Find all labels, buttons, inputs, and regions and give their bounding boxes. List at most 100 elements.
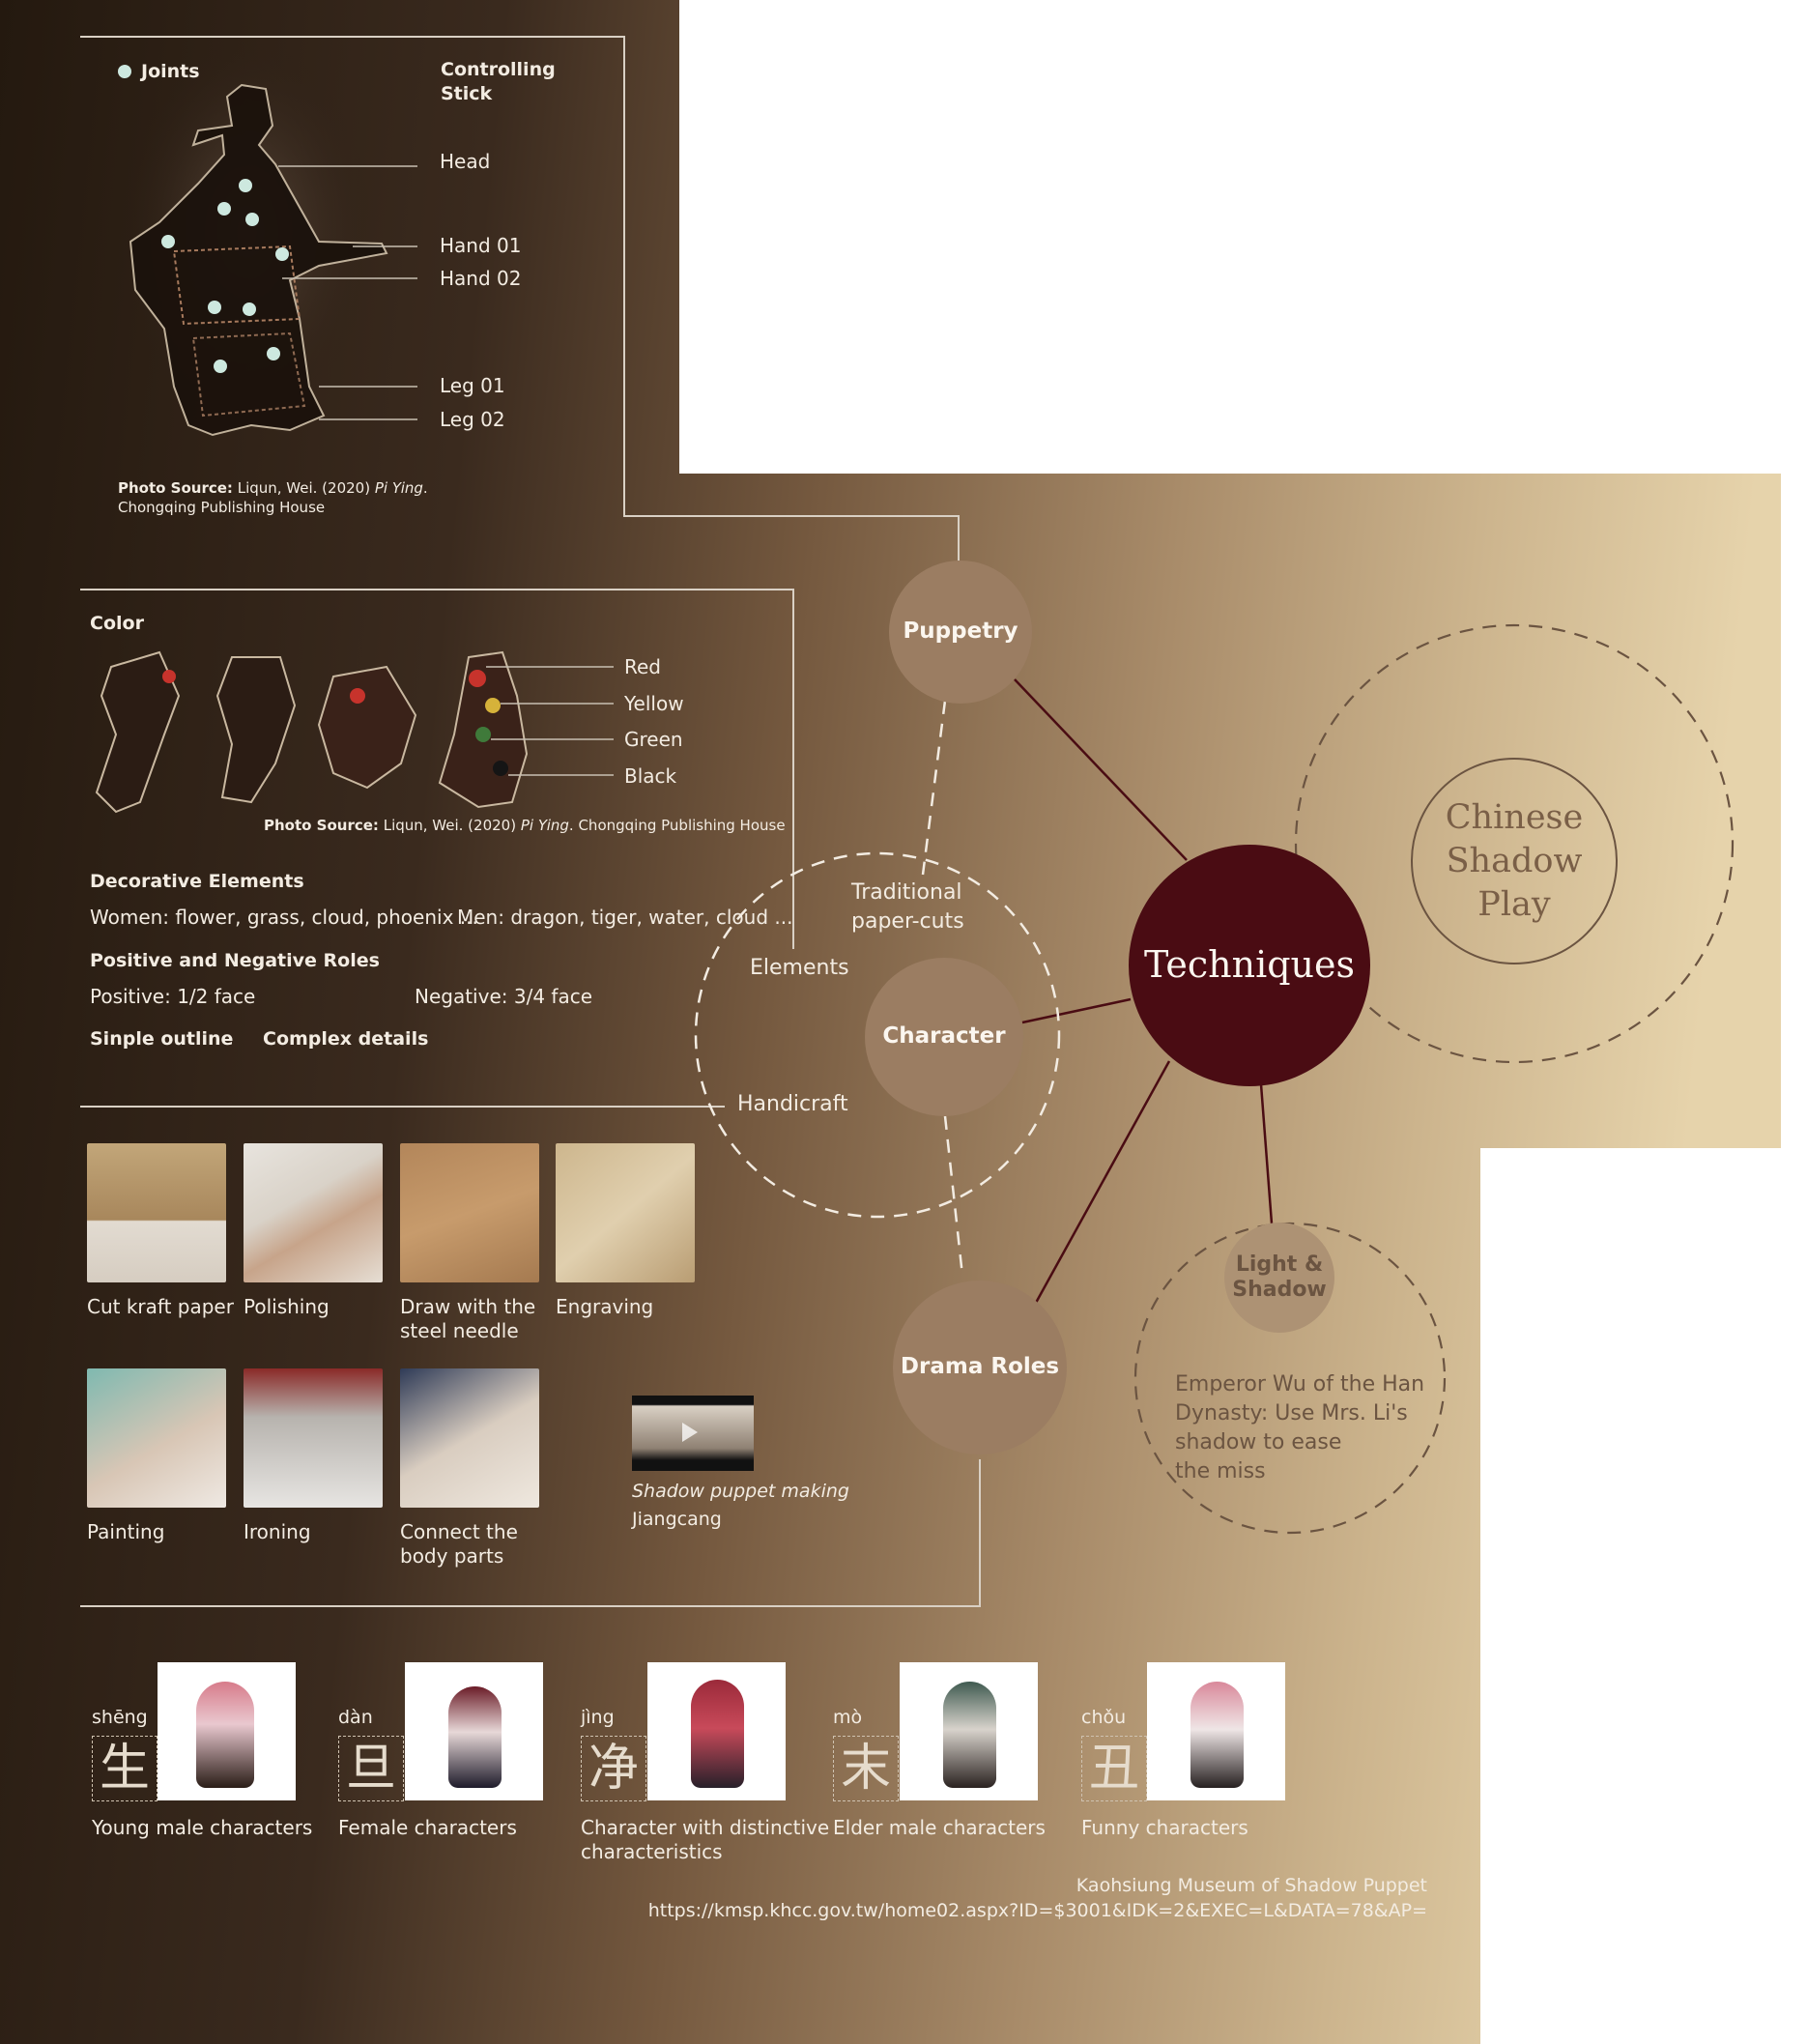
color-yellow: Yellow [624,692,684,715]
story-line: Emperor Wu of the Han [1175,1372,1425,1396]
footer-museum: Kaohsiung Museum of Shadow Puppet [1076,1875,1427,1896]
story-line: shadow to ease [1175,1430,1342,1454]
color-red: Red [624,655,661,678]
role-pinyin: mò [833,1707,863,1728]
node-drama-roles[interactable]: Drama Roles [893,1281,1067,1454]
light-shadow-story: Emperor Wu of the Han Dynasty: Use Mrs. … [1175,1370,1424,1486]
color-black: Black [624,764,677,788]
decorative-men: Men: dragon, tiger, water, cloud ... [457,906,793,929]
role-pinyin: chǒu [1081,1707,1127,1728]
light-shadow-line-2: Shadow [1232,1278,1327,1302]
negative-role: Negative: 3/4 face [415,985,592,1008]
puppetry-label: Puppetry [903,619,1018,645]
joint-dot-icon [118,65,131,78]
title-inner-ring [1411,758,1618,964]
role-pinyin: jìng [581,1707,615,1728]
footer-url[interactable]: https://kmsp.khcc.gov.tw/home02.aspx?ID=… [647,1900,1427,1921]
title-line-3: Play [1477,884,1551,924]
role-image-distinctive [647,1662,786,1800]
caption-engraving: Engraving [556,1295,654,1318]
role-image-funny [1147,1662,1285,1800]
part-head: Head [440,150,491,173]
elements-photo-source: Photo Source: Liqun, Wei. (2020) Pi Ying… [264,817,786,834]
title-line-1: Chinese [1445,797,1584,837]
connector-light [1259,1083,1274,1224]
story-line: Dynasty: Use Mrs. Li's [1175,1401,1408,1425]
color-leader-lines [486,666,614,776]
puppetry-photo-source: Photo Source: Liqun, Wei. (2020) Pi Ying… [118,479,428,516]
controlling-stick-label: Controlling Stick [441,59,556,104]
video-title[interactable]: Shadow puppet making [632,1481,849,1502]
role-caption: Funny characters [1081,1816,1248,1839]
story-line: the miss [1175,1459,1266,1483]
roles-title: Positive and Negative Roles [90,950,380,971]
node-light-shadow[interactable]: Light & Shadow [1224,1223,1334,1333]
color-puppets [95,650,529,814]
part-leg-02: Leg 02 [440,408,505,431]
connector-puppetry [1014,678,1188,861]
drama-roles-label: Drama Roles [900,1354,1060,1380]
connector-drama [1034,1060,1171,1304]
footer-source: Kaohsiung Museum of Shadow Puppet https:… [648,1873,1427,1923]
role-hanzi: 丑 [1081,1736,1147,1801]
positive-role: Positive: 1/2 face [90,985,256,1008]
video-thumbnail[interactable] [632,1396,754,1471]
caption-ironing: Ironing [244,1520,311,1543]
joints-label: Joints [141,61,200,82]
role-caption: Female characters [338,1816,517,1839]
role-pinyin: dàn [338,1707,373,1728]
photo-draw-steel-needle [400,1143,539,1282]
caption-painting: Painting [87,1520,165,1543]
video-author: Jiangcang [632,1509,722,1530]
ring-label-elements: Elements [750,956,849,980]
caption-draw-steel-needle: Draw with the steel needle [400,1295,536,1342]
caption-connect-body-parts: Connect the body parts [400,1520,518,1568]
drama-frame-line [80,1459,981,1607]
role-hanzi: 旦 [338,1736,404,1801]
ring-label-paper-cuts: Traditional paper-cuts [851,880,964,934]
role-image-elder-male [900,1662,1038,1800]
part-leg-01: Leg 01 [440,374,505,397]
center-node-techniques[interactable]: Techniques [1129,845,1370,1086]
color-title: Color [90,613,144,634]
puppet-figure [121,39,388,437]
role-image-young-male [158,1662,296,1800]
title-line-2: Shadow [1446,841,1583,880]
color-green: Green [624,728,683,751]
character-label: Character [882,1023,1006,1050]
part-hand-02: Hand 02 [440,267,522,290]
photo-ironing [244,1368,383,1508]
character-ring [694,851,1061,1219]
ring-label-handicraft: Handicraft [737,1092,848,1116]
decorative-women: Women: flower, grass, cloud, phoenix ... [90,906,478,929]
photo-connect-body-parts [400,1368,539,1508]
role-caption: Character with distinctive characteristi… [581,1816,830,1863]
node-character[interactable]: Character [865,958,1023,1116]
role-hanzi: 末 [833,1736,899,1801]
decorative-title: Decorative Elements [90,871,304,892]
elements-frame-line [80,589,794,949]
puppetry-frame-line [80,36,960,561]
role-image-female [405,1662,543,1800]
node-puppetry[interactable]: Puppetry [889,561,1032,704]
light-shadow-line-1: Light & [1235,1252,1324,1277]
caption-polishing: Polishing [244,1295,330,1318]
role-caption: Elder male characters [833,1816,1046,1839]
connector-character [1021,997,1132,1024]
photo-polishing [244,1143,383,1282]
role-hanzi: 净 [581,1736,646,1801]
title-ring [1294,623,1735,1064]
photo-engraving [556,1143,695,1282]
joint-dots [161,179,289,373]
role-caption: Young male characters [92,1816,313,1839]
part-leader-lines [278,165,417,420]
role-pinyin: shēng [92,1707,148,1728]
photo-cut-kraft-paper [87,1143,226,1282]
joints-legend: Joints [118,61,200,82]
play-icon [682,1423,698,1442]
part-hand-01: Hand 01 [440,234,522,257]
title-chinese-shadow-play: Chinese Shadow Play [1413,760,1616,963]
center-label: Techniques [1143,943,1356,987]
caption-cut-kraft-paper: Cut kraft paper [87,1295,234,1318]
role-hanzi: 生 [92,1736,158,1801]
